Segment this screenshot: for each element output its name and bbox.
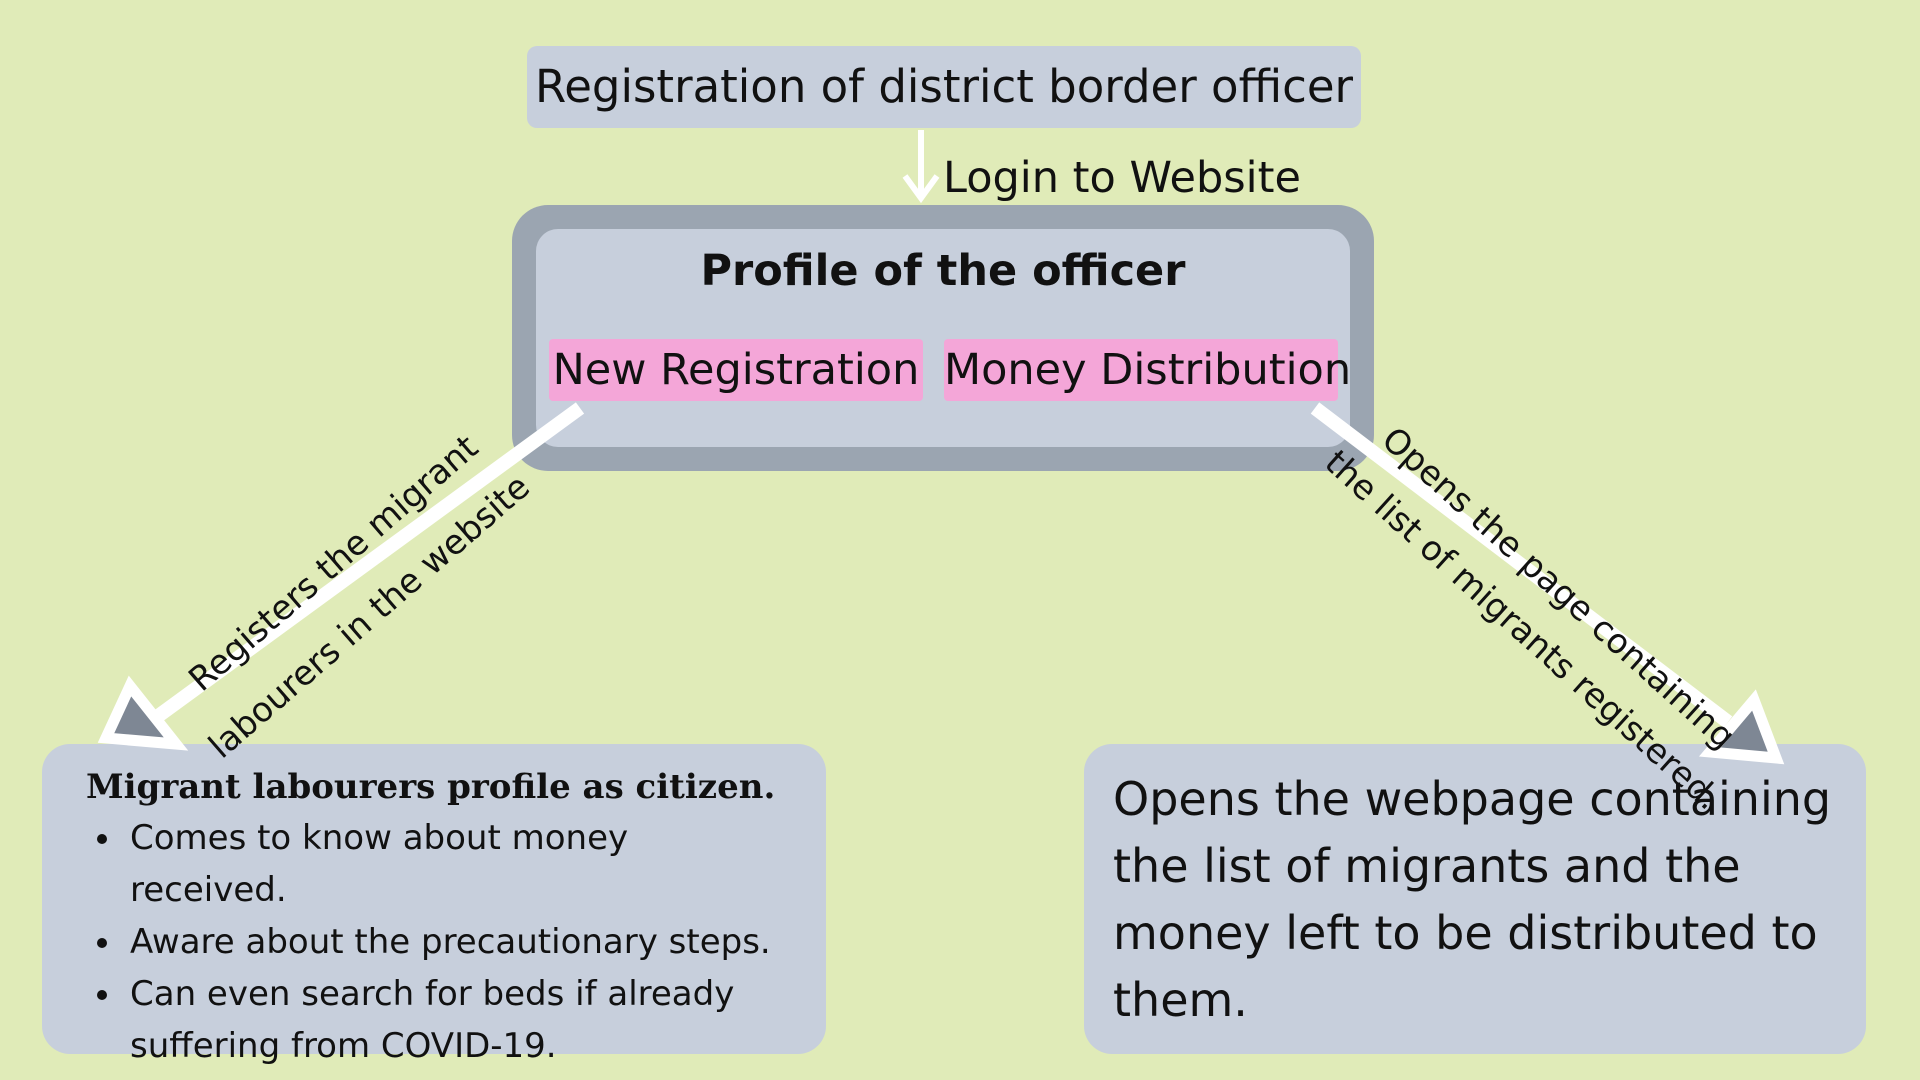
left-arrow-line <box>145 402 585 728</box>
list-item: Can even search for beds if already suff… <box>124 968 792 1072</box>
login-label: Login to Website <box>943 153 1301 203</box>
profile-box <box>536 229 1350 447</box>
money-distribution-button[interactable]: Money Distribution <box>944 339 1351 401</box>
right-arrow-line <box>1310 402 1733 728</box>
new-registration-button[interactable]: New Registration <box>549 339 923 401</box>
right-arrow-head <box>1698 689 1785 765</box>
list-item: Comes to know about money received. <box>124 812 792 916</box>
left-arrow-head <box>97 675 189 751</box>
registration-box: Registration of district border officer <box>527 46 1361 128</box>
citizen-profile-box <box>42 744 826 1054</box>
login-arrow-head <box>902 174 940 204</box>
profile-title: Profile of the officer <box>700 246 1186 296</box>
list-item: Aware about the precautionary steps. <box>124 916 792 968</box>
migrant-list-text: Opens the webpage containing the list of… <box>1113 772 1832 1027</box>
citizen-profile-title: Migrant labourers profile as citizen. <box>86 767 776 807</box>
citizen-features-list: Comes to know about money received. Awar… <box>92 812 792 1072</box>
migrant-list-box <box>1084 744 1866 1054</box>
